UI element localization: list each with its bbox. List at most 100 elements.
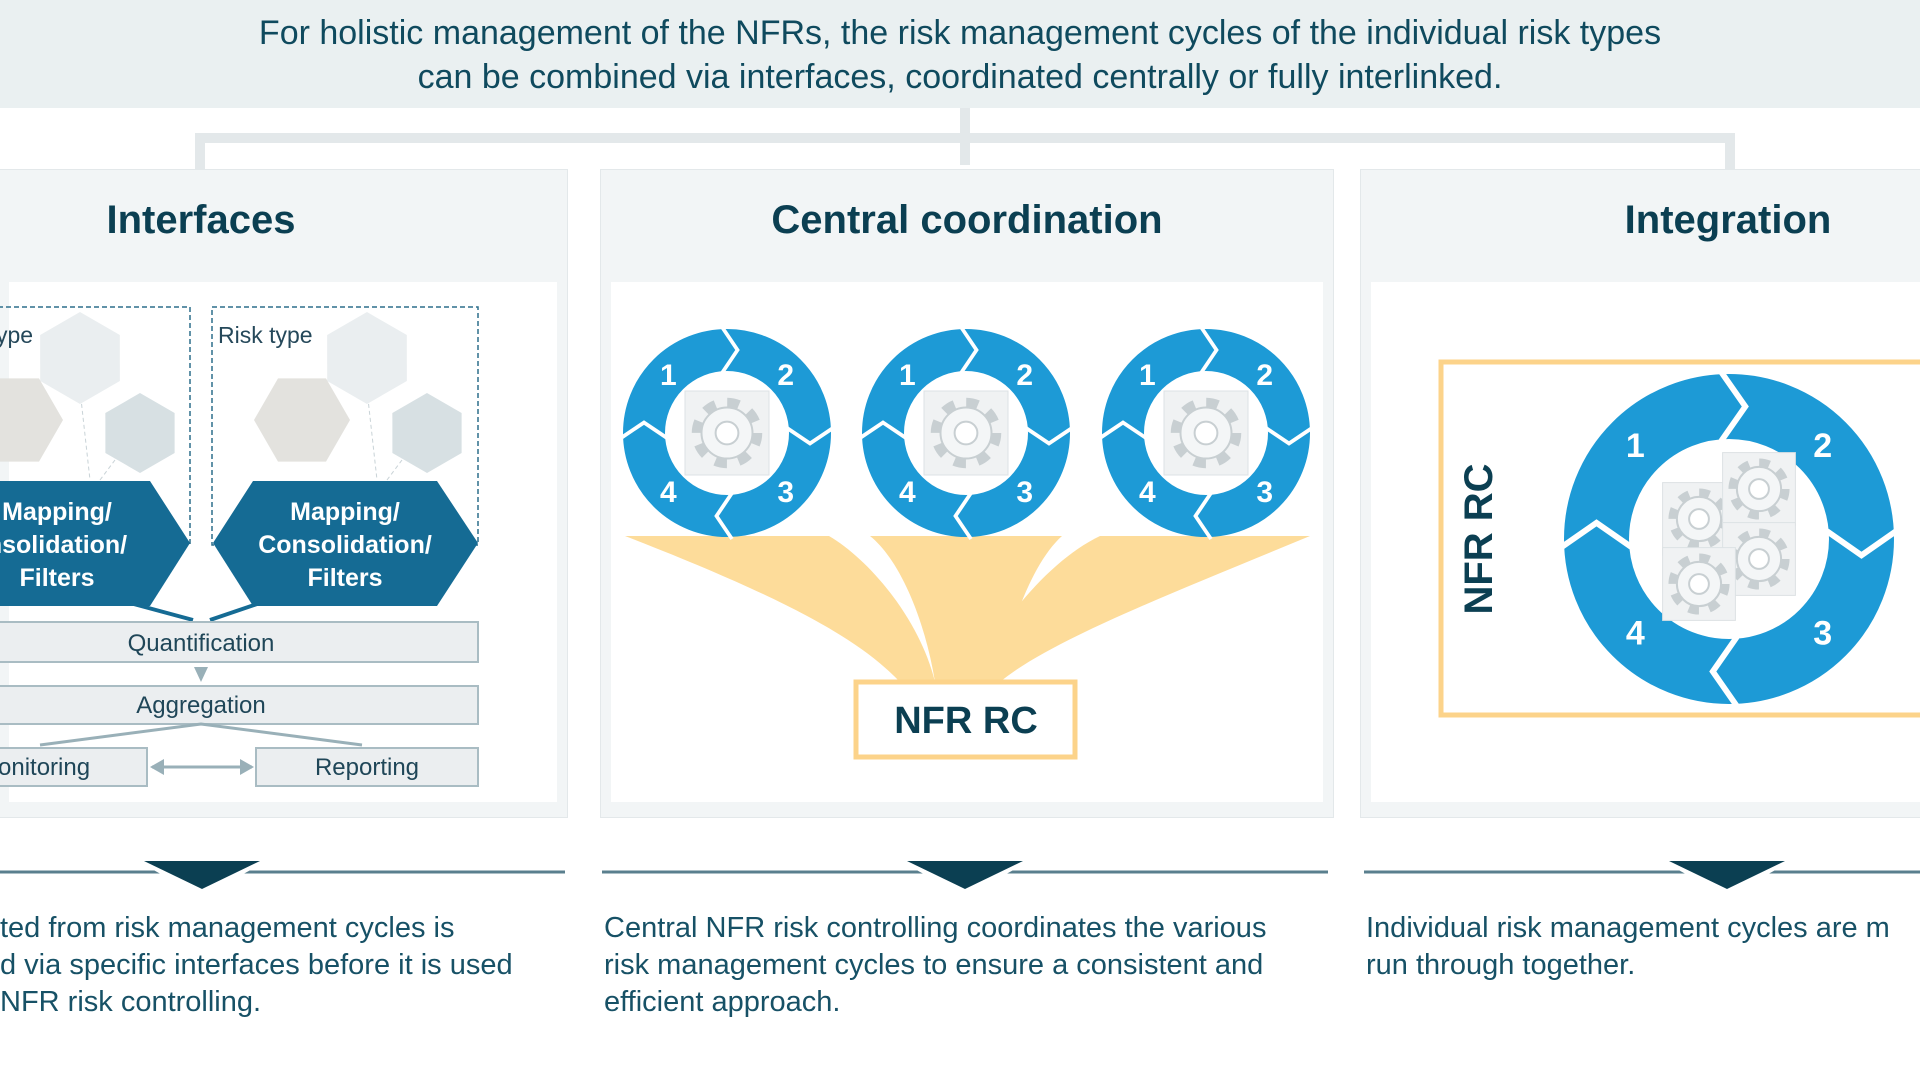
gear-hole — [714, 420, 740, 446]
cycle-ring — [1564, 374, 1894, 704]
cycle-step-number: 2 — [1016, 359, 1033, 392]
gear-hole — [1688, 508, 1710, 530]
cycle-arrow-notch — [714, 491, 734, 541]
gear-icon — [1728, 458, 1790, 520]
cycle-step-number: 2 — [1256, 359, 1273, 392]
cycle-step-number: 3 — [777, 476, 794, 509]
connector-line — [99, 459, 116, 481]
gear-teeth — [691, 397, 763, 469]
nfr-rc-box — [853, 679, 1078, 760]
risk-type-label: Risk type — [218, 322, 313, 348]
panel-title: Central coordination — [771, 198, 1163, 242]
cycle-step-number: 2 — [1813, 427, 1832, 465]
mapping-hexagon — [213, 481, 478, 606]
gear-icon — [930, 397, 1002, 469]
reporting-label: Reporting — [315, 754, 419, 781]
integration-diagram: NFR RC — [1438, 359, 1920, 718]
funnel — [870, 536, 1062, 682]
mapping-label: Mapping/ — [290, 498, 400, 526]
monitoring-step — [0, 747, 148, 787]
quantification-label: Quantification — [128, 630, 275, 657]
arrow-down-icon — [144, 861, 260, 889]
nfr-rc-label: NFR RC — [894, 700, 1038, 742]
gear-hole — [953, 420, 979, 446]
header-banner: For holistic management of the NFRs, the… — [0, 0, 1920, 108]
description-line: efficient approach. — [604, 986, 841, 1018]
connector-line — [386, 459, 403, 481]
connector-line — [79, 389, 91, 481]
funnel — [625, 536, 935, 682]
hexagon-shape — [40, 312, 120, 404]
cycle-ring — [1102, 329, 1310, 537]
cycle-step-number: 2 — [777, 359, 794, 392]
reporting-step — [255, 747, 479, 787]
cycle-arrow-notch — [1825, 528, 1898, 559]
interfaces-diagram: ype Risk type Mapping/ nsolidation/ Filt… — [0, 306, 479, 787]
cycle-step-number: 3 — [1813, 615, 1832, 653]
central-diagram: NFR RC — [625, 536, 1310, 760]
gear-icon — [1668, 553, 1730, 615]
cycle-step-number: 4 — [899, 476, 916, 509]
gear-icon — [1170, 397, 1242, 469]
arrow-icon — [129, 601, 194, 622]
cycle-arrow-notch — [785, 426, 835, 446]
cycle-arrow-notch — [1560, 519, 1633, 550]
gear-hole — [1748, 478, 1770, 500]
arrow-down-icon — [194, 667, 208, 682]
hexagon-shape — [0, 378, 63, 462]
mapping-hexagon — [0, 481, 190, 606]
gear-teeth — [930, 397, 1002, 469]
gear-teeth — [1668, 553, 1730, 615]
gear-hole — [1688, 573, 1710, 595]
risk-type-label: ype — [0, 322, 33, 348]
gear-icon — [691, 397, 763, 469]
mapping-label: nsolidation/ — [0, 531, 127, 559]
mapping-label: Mapping/ — [2, 498, 112, 526]
arrow-down-icon — [1669, 861, 1785, 889]
monitoring-label: onitoring — [0, 754, 90, 781]
cycle-arrow-notch — [1098, 420, 1148, 440]
cycle-step-number: 3 — [1016, 476, 1033, 509]
cycle-step-number: 1 — [660, 359, 677, 392]
mapping-label: Consolidation/ — [258, 531, 432, 559]
cycle-arrow-notch — [1264, 426, 1314, 446]
nfr-rc-vertical-label: NFR RC — [1457, 463, 1501, 614]
gear-teeth — [1728, 528, 1790, 590]
cycle-ring — [862, 329, 1070, 537]
gear-icon — [1728, 528, 1790, 590]
nfr-rc-frame — [1438, 359, 1920, 718]
interfaces-description: ted from risk management cycles is d via… — [0, 910, 513, 1021]
mapping-label: Filters — [307, 564, 382, 592]
cycle-arrow-notch — [1718, 370, 1749, 443]
risk-management-cycle: 1 2 3 4 — [619, 325, 835, 541]
cycle-step-number: 1 — [1139, 359, 1156, 392]
gear-teeth — [1170, 397, 1242, 469]
cycle-arrow-notch — [1709, 635, 1740, 708]
aggregation-step — [0, 685, 479, 725]
banner-line-2: can be combined via interfaces, coordina… — [417, 58, 1503, 96]
cycle-arrow-notch — [720, 325, 740, 375]
gear-hole — [1748, 548, 1770, 570]
cycle-arrow-notch — [619, 420, 669, 440]
quantification-step — [0, 621, 479, 663]
description-line: Central NFR risk controlling coordinates… — [604, 912, 1267, 944]
cycle-arrow-notch — [1199, 325, 1219, 375]
gear-hole — [1193, 420, 1219, 446]
cycle-arrow-notch — [1193, 491, 1213, 541]
connector-lines — [195, 108, 1735, 169]
connector-line — [366, 389, 378, 481]
funnel — [970, 536, 1310, 682]
cycle-step-number: 3 — [1256, 476, 1273, 509]
central-description: Central NFR risk controlling coordinates… — [604, 910, 1266, 1021]
cycle-arrow-notch — [959, 325, 979, 375]
aggregation-label: Aggregation — [136, 692, 265, 719]
panel-title: Interfaces — [106, 198, 296, 242]
mapping-label: Filters — [19, 564, 94, 592]
arrow-down-icon — [907, 861, 1023, 889]
gear-teeth — [1728, 458, 1790, 520]
cycle-step-number: 4 — [1626, 615, 1645, 653]
description-line: run through together. — [1366, 949, 1636, 981]
cycle-step-number: 4 — [660, 476, 677, 509]
